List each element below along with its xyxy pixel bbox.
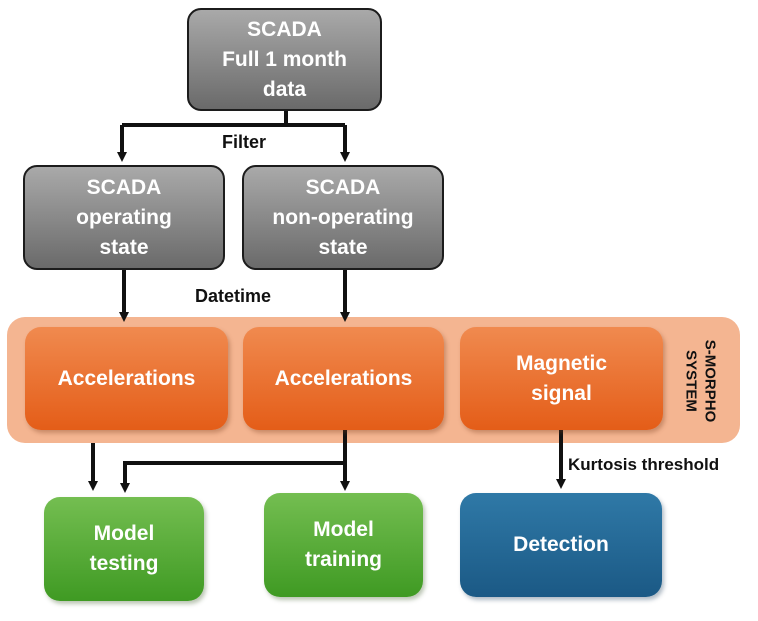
- scada-full-data-node: SCADA Full 1 month data: [187, 8, 382, 111]
- accelerations-2-label: Accelerations: [274, 366, 413, 390]
- model-training-line-2: training: [305, 548, 382, 571]
- magnetic-line-1: Magnetic: [515, 351, 607, 375]
- scada-operating-node: SCADA operating state: [23, 165, 225, 270]
- model-testing-line-1: Model: [93, 522, 155, 545]
- datetime-label: Datetime: [195, 286, 272, 306]
- scada-full-line-1: SCADA: [247, 17, 322, 41]
- scada-non-operating-line-1: SCADA: [305, 175, 381, 199]
- scada-non-operating-node: SCADA non-operating state: [242, 165, 444, 270]
- accelerations-node-1: Accelerations: [25, 327, 228, 430]
- scada-non-operating-line-3: state: [318, 235, 368, 259]
- detection-label: Detection: [513, 533, 609, 556]
- model-training-line-1: Model: [313, 518, 374, 541]
- s-morpho-system-label: S-MORPHO SYSTEM: [672, 325, 728, 437]
- model-training-node: Model training: [264, 493, 423, 597]
- scada-operating-line-3: state: [99, 235, 149, 259]
- scada-operating-line-1: SCADA: [86, 175, 162, 199]
- magnetic-line-2: signal: [531, 381, 592, 405]
- system-line-2: SYSTEM: [682, 350, 699, 412]
- kurtosis-threshold-label: Kurtosis threshold: [568, 455, 720, 474]
- scada-full-line-2: Full 1 month: [222, 47, 347, 71]
- accelerations-1-label: Accelerations: [57, 366, 196, 390]
- model-testing-line-2: testing: [89, 552, 159, 575]
- scada-full-line-3: data: [262, 77, 307, 101]
- connector-accelerations2-to-testing: [120, 461, 345, 493]
- accelerations-node-2: Accelerations: [243, 327, 444, 430]
- filter-label: Filter: [222, 132, 267, 152]
- scada-operating-line-2: operating: [76, 205, 172, 229]
- magnetic-signal-node: Magnetic signal: [460, 327, 663, 430]
- detection-node: Detection: [460, 493, 662, 597]
- model-testing-node: Model testing: [44, 497, 204, 601]
- scada-non-operating-line-2: non-operating: [272, 205, 414, 229]
- system-line-1: S-MORPHO: [701, 339, 718, 423]
